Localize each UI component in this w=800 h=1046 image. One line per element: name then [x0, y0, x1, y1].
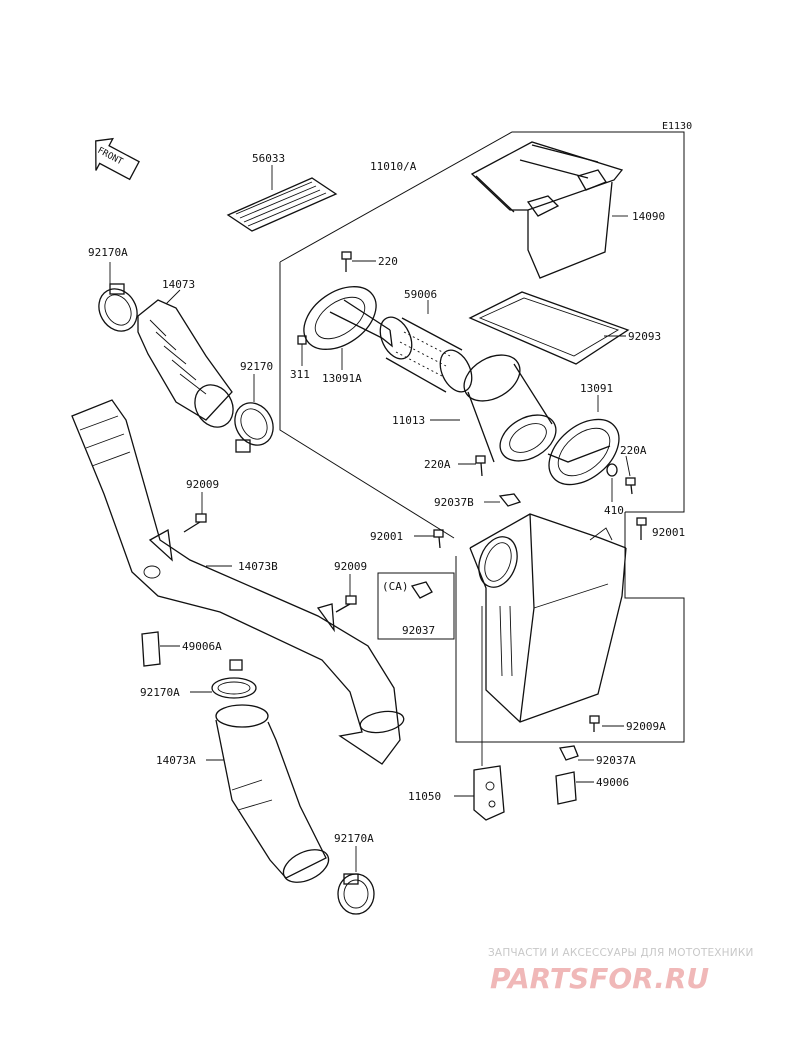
bolt-part — [475, 455, 486, 477]
watermark-brand: PARTSFOR.RU — [490, 962, 709, 995]
clamp-part — [498, 493, 522, 507]
bolt-part — [183, 513, 207, 533]
label-14073b: 14073B — [238, 560, 278, 573]
label-ca: (CA) — [382, 580, 409, 593]
california-variant-box — [377, 572, 455, 640]
assembly-frame-lines — [279, 131, 685, 743]
label-92170: 92170 — [240, 360, 273, 373]
label-220a-left: 220A — [424, 458, 451, 471]
bolt-part — [335, 595, 357, 613]
intake-duct-b-part — [71, 399, 405, 765]
filter-holder-part — [303, 286, 393, 350]
watermark-tagline: ЗАПЧАСТИ И АКСЕССУАРЫ ДЛЯ МОТОТЕХНИКИ — [488, 947, 754, 959]
bolt-part — [589, 715, 600, 732]
bolt-part — [341, 251, 352, 272]
bolt-part — [625, 477, 636, 495]
front-arrow-label: FRONT — [96, 146, 125, 168]
drain-hose-part — [141, 631, 161, 667]
label-14073a: 14073A — [156, 754, 196, 767]
drain-hose-part — [555, 771, 577, 805]
hose-clamp-part — [234, 402, 274, 453]
bolt-part — [433, 529, 444, 549]
front-arrow-icon — [95, 137, 140, 181]
label-49006: 49006 — [596, 776, 629, 789]
air-box-part — [469, 513, 627, 723]
hose-clamp-part — [337, 873, 375, 915]
bracket-part — [473, 606, 505, 821]
label-92037a: 92037A — [596, 754, 636, 767]
gasket-part — [468, 291, 630, 365]
label-92009a: 92009A — [626, 720, 666, 733]
washer-part — [606, 463, 618, 477]
label-92170a-bottom: 92170A — [334, 832, 374, 845]
bolt-part — [636, 517, 647, 540]
foam-filter-part — [379, 316, 473, 393]
intake-duct-a-part — [215, 704, 330, 883]
filter-pad-part — [226, 177, 338, 232]
label-13091a: 13091A — [322, 372, 362, 385]
clamp-part — [559, 745, 579, 761]
label-59006: 59006 — [404, 288, 437, 301]
part-labels: 56033 11010/A 14090 220 59006 92093 311 … — [88, 152, 685, 845]
label-92170a-mid: 92170A — [140, 686, 180, 699]
label-11050: 11050 — [408, 790, 441, 803]
label-56033: 56033 — [252, 152, 285, 165]
label-92009-left: 92009 — [186, 478, 219, 491]
diagram-code: E1130 — [662, 121, 692, 132]
label-14073: 14073 — [162, 278, 195, 291]
intake-duct-part — [137, 299, 234, 428]
label-92037b: 92037B — [434, 496, 474, 509]
air-box-cover-part — [470, 141, 624, 279]
label-14090: 14090 — [632, 210, 665, 223]
hose-clamp-part — [211, 659, 257, 699]
hose-clamp-part — [98, 283, 138, 332]
label-11013: 11013 — [392, 414, 425, 427]
label-220a-right: 220A — [620, 444, 647, 457]
label-311: 311 — [290, 368, 310, 381]
label-11010a: 11010/A — [370, 160, 417, 173]
label-13091: 13091 — [580, 382, 613, 395]
label-92001-right: 92001 — [652, 526, 685, 539]
label-49006a: 49006A — [182, 640, 222, 653]
label-92009-mid: 92009 — [334, 560, 367, 573]
label-92093: 92093 — [628, 330, 661, 343]
label-410: 410 — [604, 504, 624, 517]
label-92037: 92037 — [402, 624, 435, 637]
label-92170a-top: 92170A — [88, 246, 128, 259]
filter-cover-plate-part — [547, 418, 620, 486]
air-filter-element-part — [463, 354, 557, 463]
label-220: 220 — [378, 255, 398, 268]
label-92001-left: 92001 — [370, 530, 403, 543]
